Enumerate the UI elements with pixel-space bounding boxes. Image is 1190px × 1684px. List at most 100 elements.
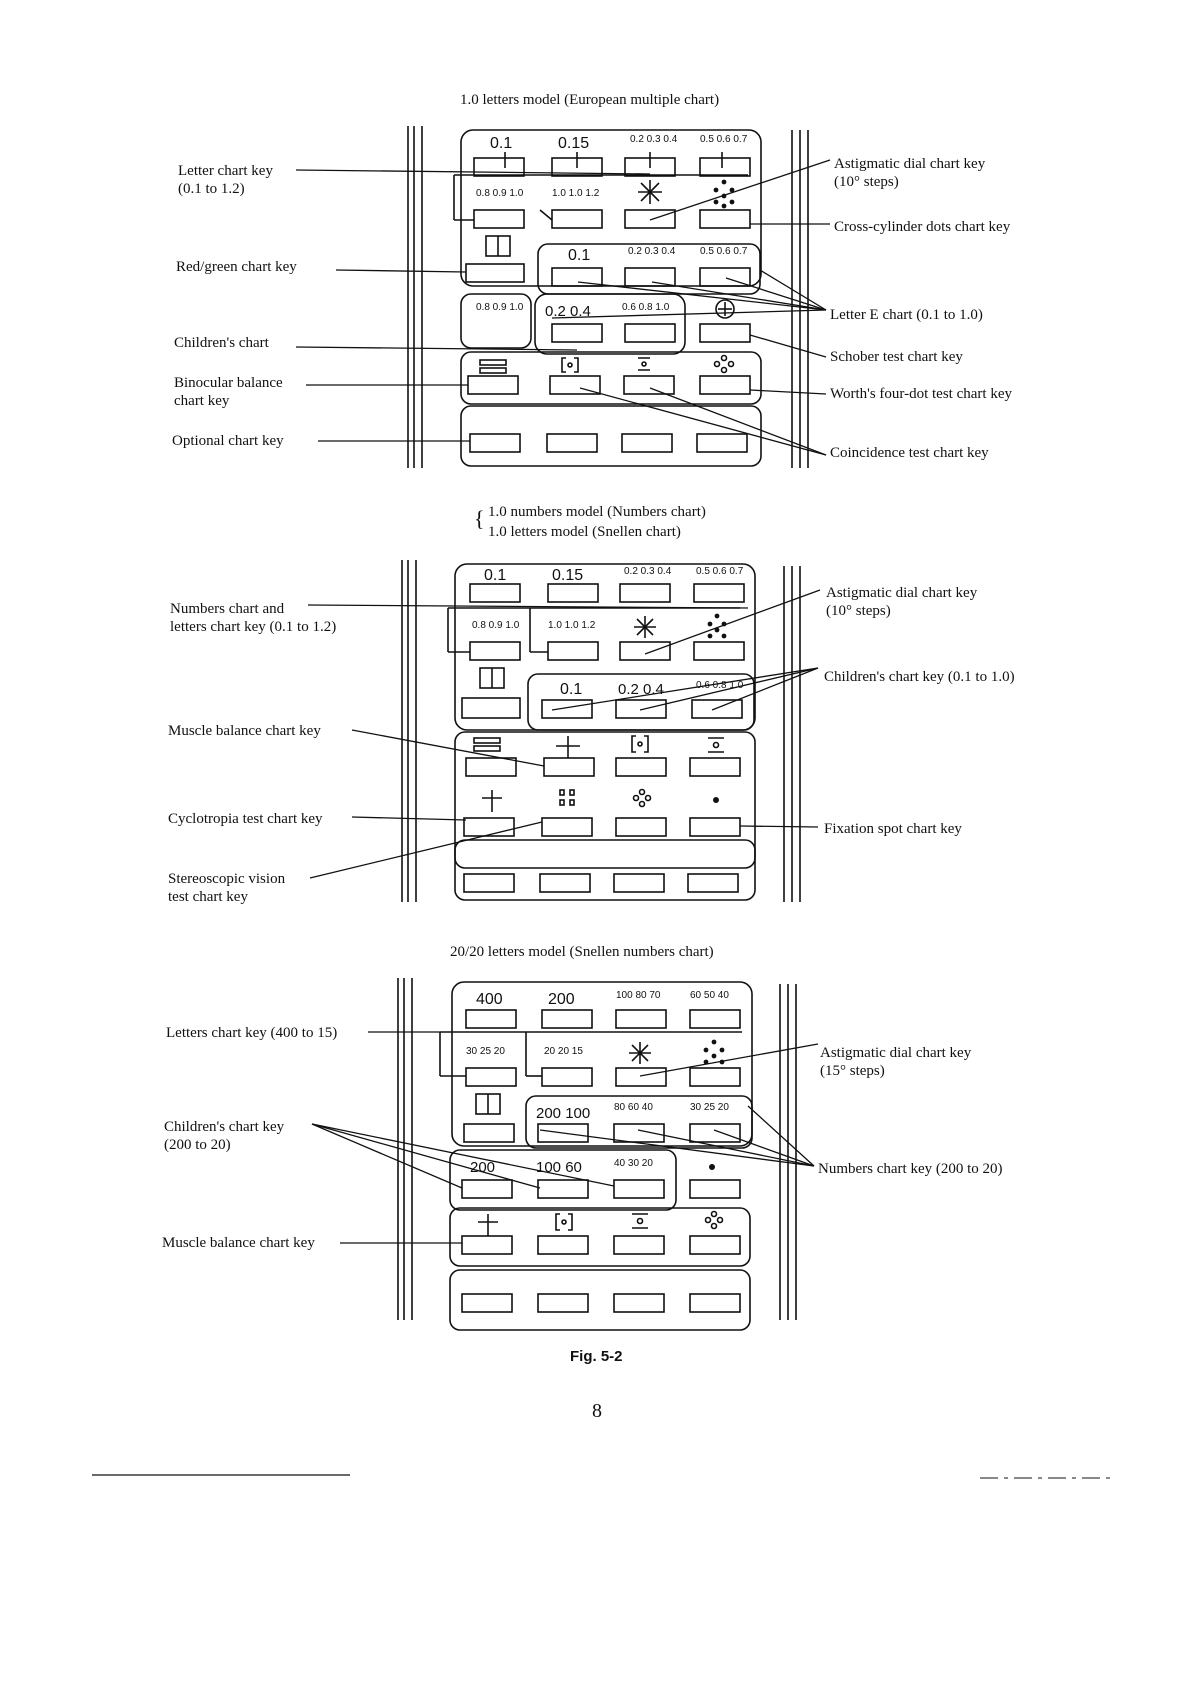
leader-line (747, 1105, 815, 1167)
key-outline (689, 817, 741, 837)
key-outline (689, 1235, 741, 1255)
shape (727, 360, 735, 368)
key-outline (619, 583, 671, 603)
key-label: 0.15 (552, 567, 583, 584)
fixation-dot-icon (709, 1164, 715, 1170)
panel2-leaders (307, 589, 821, 879)
key-outline (621, 433, 673, 453)
panel3-leaders (311, 1031, 819, 1244)
bracket-icon (638, 357, 650, 371)
shape (561, 1219, 567, 1225)
key-outline (624, 267, 676, 287)
callout-childrens-chart: Children's chart (174, 335, 269, 351)
key-label: 100 80 70 (616, 990, 661, 1001)
shape (721, 633, 727, 639)
leader-line (644, 589, 821, 655)
leader-line (639, 1043, 819, 1077)
shape (555, 1213, 560, 1231)
leader-line (711, 667, 819, 711)
key-outline (454, 731, 756, 869)
shape (714, 613, 720, 619)
callout-coincidence: Coincidence test chart key (830, 445, 989, 461)
leader-line (640, 182, 660, 202)
schober-icon (715, 299, 735, 319)
key-outline (691, 699, 743, 719)
key-label: 60 50 40 (690, 990, 729, 1001)
key-outline (460, 405, 762, 467)
leader-line (649, 159, 831, 221)
callout-astigmatic-dial: Astigmatic dial chart key (10° steps) (834, 156, 986, 190)
callout-optional-chart: Optional chart key (172, 433, 284, 449)
key-outline (543, 757, 595, 777)
binocular-balance-icon (473, 737, 501, 752)
shape (721, 179, 727, 185)
key-label: 0.2 0.4 (545, 303, 591, 320)
callout-astigmatic-dial-3: Astigmatic dial chart key (15° steps) (820, 1045, 972, 1079)
key-outline (463, 1123, 515, 1143)
shape (720, 354, 728, 362)
leader-line (577, 281, 827, 311)
leader-line (739, 825, 819, 828)
cross-cylinder-dots-icon (703, 1039, 725, 1065)
panel3-title: 20/20 letters model (Snellen numbers cha… (450, 944, 714, 960)
key-worth-four-dot (699, 375, 751, 395)
callout-schober: Schober test chart key (830, 349, 963, 365)
bracket-icon (708, 737, 724, 753)
key-label: 400 (476, 991, 503, 1008)
callout-muscle-balance-3: Muscle balance chart key (162, 1235, 315, 1251)
shape (567, 362, 573, 368)
key-outline (615, 1067, 667, 1087)
key-outline (615, 1009, 667, 1029)
shape (712, 741, 720, 749)
shape (713, 360, 721, 368)
key-outline (465, 1009, 517, 1029)
key-cross-cylinder (699, 209, 751, 229)
key-outline (546, 433, 598, 453)
key-outline (461, 1235, 513, 1255)
shape (636, 1217, 644, 1225)
key-outline (615, 699, 667, 719)
asterisk-icon (634, 616, 656, 638)
key-label: 1.0 1.0 1.2 (552, 188, 600, 199)
key-outline (463, 817, 515, 837)
leader-line (759, 269, 827, 311)
cross-icon (556, 736, 580, 758)
binocular-balance-icon (479, 359, 507, 374)
leader-line (639, 667, 819, 711)
leader-line (651, 281, 827, 311)
leader-line (311, 1123, 541, 1189)
bracket-icon (555, 1213, 573, 1231)
shape (704, 1216, 712, 1224)
leader-line (351, 729, 545, 767)
callout-muscle-balance: Muscle balance chart key (168, 723, 321, 739)
brace-glyph: { (474, 506, 485, 531)
shape (720, 366, 728, 374)
asterisk-icon (638, 180, 662, 204)
shape (703, 1059, 709, 1065)
shape (710, 1222, 718, 1230)
shape (638, 800, 646, 808)
key-label: 0.2 0.3 0.4 (630, 134, 678, 145)
shape (711, 1039, 717, 1045)
cross-cylinder-dots-icon (713, 179, 735, 209)
shape (729, 187, 735, 193)
key-outline (619, 641, 671, 661)
key-label: 1.0 1.0 1.2 (548, 620, 596, 631)
key-outline (473, 745, 501, 752)
key-outline (689, 1067, 741, 1087)
callout-worth-four-dot: Worth's four-dot test chart key (830, 386, 1012, 402)
key-outline (460, 129, 762, 287)
key-0.1 (473, 157, 525, 177)
key-outline (613, 1293, 665, 1313)
key-label: 0.15 (558, 135, 589, 152)
key-outline (537, 1123, 589, 1143)
key-outline (479, 367, 507, 374)
leader-line (749, 334, 827, 358)
shape (721, 203, 727, 209)
key-outline (613, 1235, 665, 1255)
bracket-icon (631, 735, 649, 753)
key-label: 80 60 40 (614, 1102, 653, 1113)
key-outline (539, 873, 591, 893)
